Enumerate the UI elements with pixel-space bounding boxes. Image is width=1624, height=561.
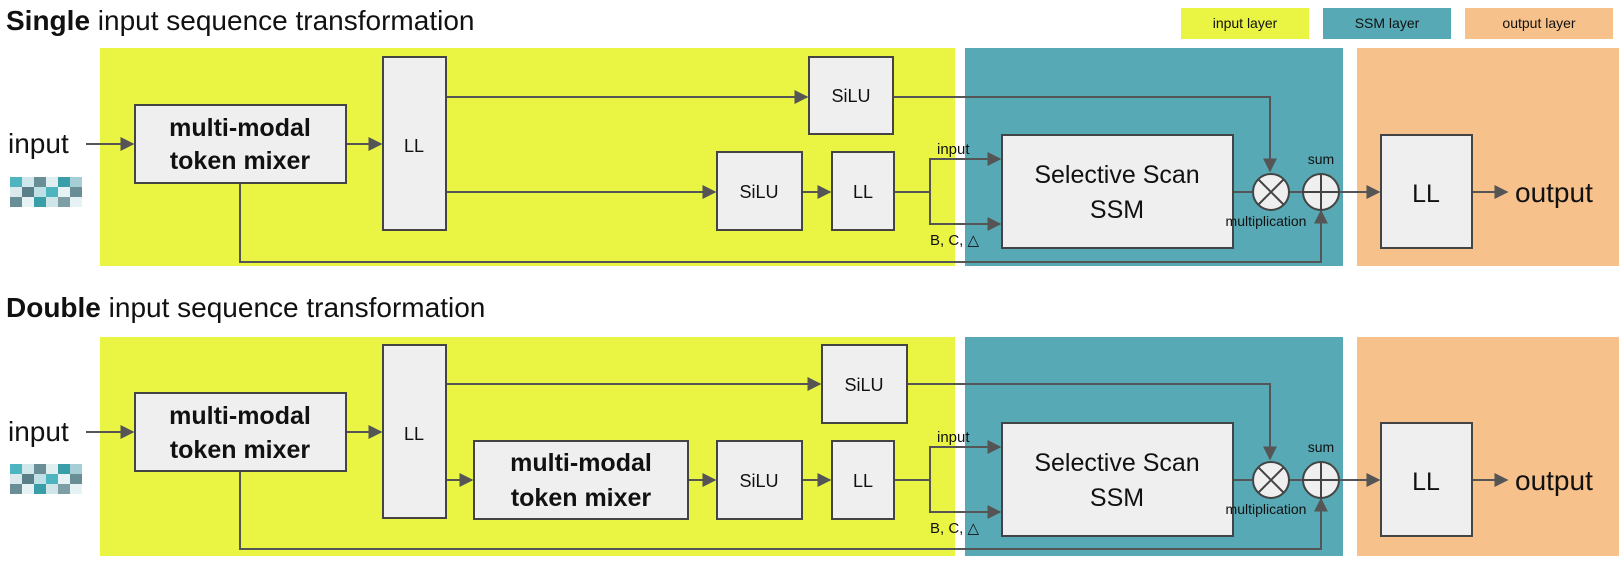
token-mixer-box-second — [473, 440, 689, 520]
ssm-bcd-label: B, C, △ — [930, 232, 980, 249]
input-label: input — [8, 416, 69, 447]
ssm-line2: SSM — [1090, 196, 1144, 224]
silu-top-label: SiLU — [844, 375, 883, 395]
section-double: Double input sequence transformation inp… — [6, 292, 1619, 556]
silu-box-top — [821, 344, 908, 424]
sum-label: sum — [1308, 151, 1334, 167]
ll-box-first — [382, 344, 447, 519]
section-title: Single input sequence transformation — [6, 5, 474, 36]
section-title-bold: Single — [6, 5, 90, 36]
legend-input-label: input layer — [1213, 15, 1278, 31]
multiplication-label: multiplication — [1226, 213, 1307, 229]
multiplication-icon — [1252, 173, 1290, 211]
legend: input layer SSM layer output layer — [1181, 8, 1613, 39]
output-label: output — [1515, 177, 1593, 208]
silu-mid-label: SiLU — [739, 182, 778, 202]
legend-output-label: output layer — [1502, 15, 1575, 31]
ll-box-mid — [831, 440, 895, 520]
ssm-line2: SSM — [1090, 484, 1144, 512]
ll-box-first — [382, 56, 447, 231]
ll-first-label: LL — [404, 424, 424, 444]
ssm-line1: Selective Scan — [1034, 161, 1199, 189]
ll-box-out — [1380, 134, 1473, 249]
silu-mid-label: SiLU — [739, 471, 778, 491]
ll-mid-label: LL — [853, 182, 873, 202]
multiplication-label: multiplication — [1226, 501, 1307, 517]
output-label: output — [1515, 465, 1593, 496]
ssm-input-label: input — [937, 141, 970, 158]
token-mixer-box — [134, 392, 347, 472]
sum-label: sum — [1308, 439, 1334, 455]
connectors — [86, 377, 1509, 550]
token-mixer-line1: multi-modal — [169, 402, 311, 430]
selective-scan-ssm-box — [1001, 422, 1234, 537]
token-sequence-icon — [10, 177, 82, 207]
ll-first-label: LL — [404, 136, 424, 156]
silu-box-mid — [716, 151, 803, 231]
connectors — [86, 90, 1509, 263]
section-title-rest: input sequence transformation — [90, 5, 474, 36]
ssm-input-label: input — [937, 429, 970, 446]
token-mixer-line2: token mixer — [170, 436, 311, 464]
sum-icon — [1302, 461, 1340, 499]
selective-scan-ssm-box — [1001, 134, 1234, 249]
silu-box-mid — [716, 440, 803, 520]
silu-top-label: SiLU — [831, 86, 870, 106]
ll-mid-label: LL — [853, 471, 873, 491]
section-title-rest: input sequence transformation — [101, 292, 485, 323]
ll-box-out — [1380, 422, 1473, 537]
token-mixer2-line2: token mixer — [511, 484, 652, 512]
sum-icon — [1302, 173, 1340, 211]
ll-out-label: LL — [1412, 180, 1440, 208]
section-title: Double input sequence transformation — [6, 292, 485, 323]
multiplication-icon — [1252, 461, 1290, 499]
token-mixer-line1: multi-modal — [169, 114, 311, 142]
token-mixer-box — [134, 104, 347, 184]
ssm-bcd-label: B, C, △ — [930, 520, 980, 537]
ssm-line1: Selective Scan — [1034, 449, 1199, 477]
section-single: Single input sequence transformation inp… — [6, 5, 1619, 266]
legend-input-swatch — [1181, 8, 1309, 39]
token-sequence-icon — [10, 464, 82, 494]
legend-output-swatch — [1465, 8, 1613, 39]
ll-out-label: LL — [1412, 468, 1440, 496]
section-title-bold: Double — [6, 292, 101, 323]
legend-ssm-label: SSM layer — [1355, 15, 1420, 31]
input-label: input — [8, 128, 69, 159]
ll-box-mid — [831, 151, 895, 231]
token-mixer-line2: token mixer — [170, 147, 311, 175]
legend-ssm-swatch — [1323, 8, 1451, 39]
silu-box-top — [808, 56, 894, 135]
token-mixer2-line1: multi-modal — [510, 449, 652, 477]
